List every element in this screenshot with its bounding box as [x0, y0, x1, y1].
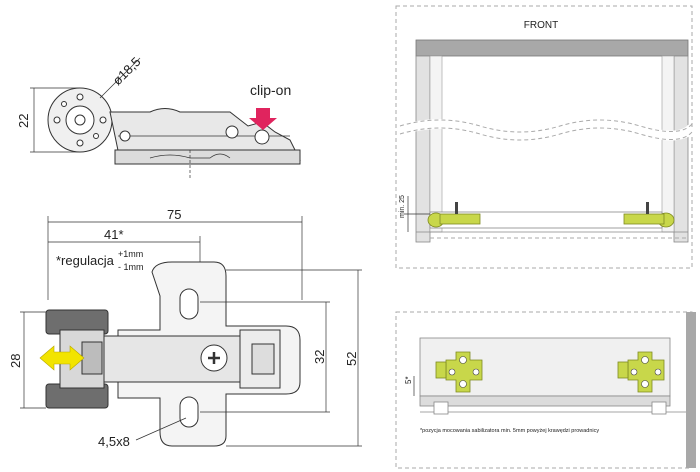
hinge-arm — [109, 108, 301, 161]
slot-size-label: 4,5x8 — [98, 434, 130, 449]
front-frame — [395, 5, 693, 269]
regulation-minus: - 1mm — [118, 262, 144, 272]
height-28-label: 28 — [8, 354, 23, 368]
height-52-label: 52 — [344, 352, 359, 366]
height-22-label: 22 — [16, 114, 31, 128]
stabilizer-left — [427, 202, 481, 228]
hinge-plan-view: 75 41* *regulacja +1mm - 1mm 28 — [8, 207, 362, 449]
stabilizer-plate-right — [617, 351, 665, 393]
double-arrow-icon — [39, 345, 85, 371]
side-panel: 5* *pozycja mocowania sabilizatora min. … — [395, 311, 696, 469]
slot-lower — [179, 396, 199, 428]
clip-on-label: clip-on — [250, 82, 291, 98]
clip-on-arrow-icon — [249, 108, 277, 130]
width-41-label: 41* — [104, 227, 124, 242]
regulation-label: *regulacja — [56, 253, 115, 268]
regulation-plus: +1mm — [118, 249, 143, 259]
front-label: FRONT — [524, 20, 558, 31]
right-wall — [673, 55, 689, 243]
hub-center-hole — [74, 114, 86, 126]
hinge-side-view: clip-on 22 ø18,5 — [16, 54, 301, 178]
screw-cross-icon — [208, 352, 220, 364]
stabilizer-plate-left — [435, 351, 483, 393]
front-panel: FRONT min. 25 — [395, 5, 696, 269]
five-label: 5* — [404, 376, 413, 384]
footnote: *pozycja mocowania sabilizatora min. 5mm… — [420, 428, 599, 434]
slot-upper — [179, 288, 199, 320]
mounting-plate — [114, 149, 301, 165]
min-25-label: min. 25 — [399, 195, 406, 218]
height-32-label: 32 — [312, 350, 327, 364]
top-bar — [415, 39, 689, 57]
stabilizer-right — [623, 202, 675, 228]
width-75-label: 75 — [167, 207, 181, 222]
